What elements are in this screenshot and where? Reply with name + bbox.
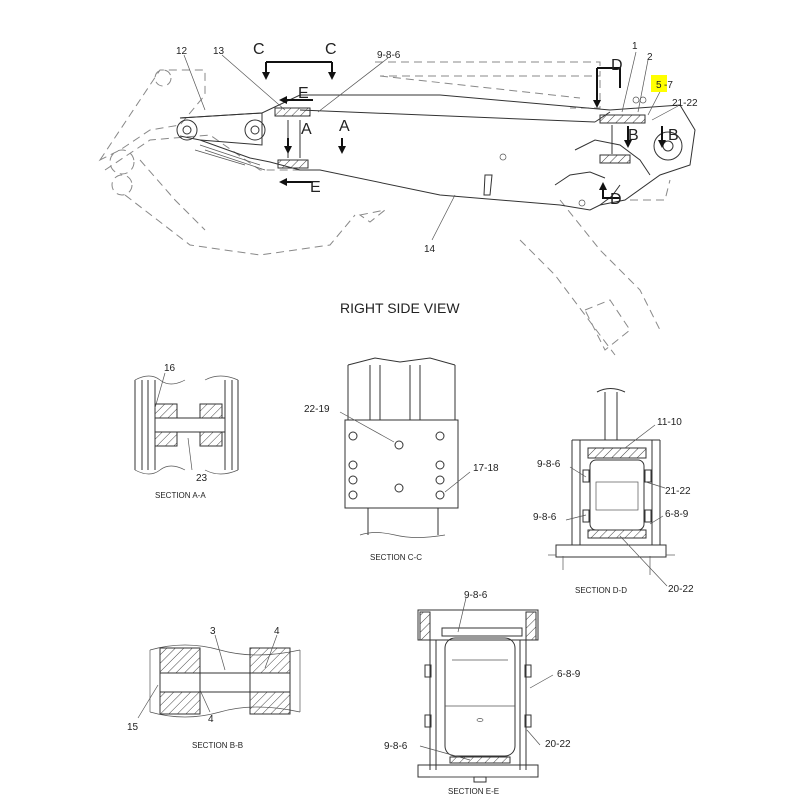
ee-callout-20-22: 20-22 [545, 739, 571, 750]
cc-callout-22-19: 22-19 [304, 404, 330, 415]
section-letter-b1: B [628, 127, 639, 144]
callout-5-7-rest: -7 [664, 80, 673, 91]
section-letter-c1: C [253, 41, 265, 58]
dd-title: SECTION D-D [575, 586, 627, 595]
ee-callout-9-8-6-b: 9-8-6 [384, 741, 408, 752]
section-letter-b2: B [668, 127, 679, 144]
callout-5-highlight: 5 [656, 80, 662, 91]
section-letter-d2: D [610, 191, 622, 208]
dd-callout-20-22: 20-22 [668, 584, 694, 595]
callout-1: 1 [632, 41, 638, 52]
section-aa: 16 23 SECTION A-A [134, 363, 239, 500]
aa-title: SECTION A-A [155, 491, 206, 500]
ee-callout-6-8-9: 6-8-9 [557, 669, 581, 680]
callout-2: 2 [647, 52, 653, 63]
callout-14: 14 [424, 244, 436, 255]
section-bb: 3 4 4 15 SECTION B-B [127, 626, 301, 750]
bb-callout-15: 15 [127, 722, 139, 733]
dd-callout-11-10: 11-10 [657, 417, 682, 428]
section-cc: 22-19 17-18 SECTION C-C [304, 357, 499, 562]
section-letter-c2: C [325, 41, 337, 58]
dd-callout-9-8-6-a: 9-8-6 [537, 459, 561, 470]
right-side-view: 12 13 9-8-6 1 2 5 -7 21-22 14 C C E E A … [98, 41, 698, 356]
section-dd: 11-10 9-8-6 21-22 9-8-6 6-8-9 20-22 SECT… [533, 388, 694, 595]
section-letter-d1: D [611, 57, 623, 74]
bb-callout-4-a: 4 [274, 626, 280, 637]
highlight-box [651, 75, 667, 92]
view-title: RIGHT SIDE VIEW [340, 300, 460, 316]
section-letter-e2: E [310, 179, 321, 196]
callout-13: 13 [213, 46, 225, 57]
ee-callout-9-8-6-a: 9-8-6 [464, 590, 488, 601]
section-ee: 9-8-6 6-8-9 9-8-6 20-22 SECTION E-E [384, 590, 581, 796]
aa-callout-16: 16 [164, 363, 176, 374]
dd-callout-6-8-9: 6-8-9 [665, 509, 689, 520]
bb-callout-3: 3 [210, 626, 216, 637]
cc-callout-17-18: 17-18 [473, 463, 499, 474]
section-letter-e1: E [298, 85, 309, 102]
section-letter-a2: A [339, 118, 350, 135]
callout-21-22: 21-22 [672, 98, 698, 109]
aa-callout-23: 23 [196, 473, 208, 484]
ee-title: SECTION E-E [448, 787, 499, 796]
callout-9-8-6: 9-8-6 [377, 50, 401, 61]
dd-callout-21-22: 21-22 [665, 486, 691, 497]
callout-12: 12 [176, 46, 188, 57]
dd-callout-9-8-6-b: 9-8-6 [533, 512, 557, 523]
cc-title: SECTION C-C [370, 553, 422, 562]
bb-callout-4-b: 4 [208, 714, 214, 725]
bb-title: SECTION B-B [192, 741, 243, 750]
section-letter-a1: A [301, 121, 312, 138]
